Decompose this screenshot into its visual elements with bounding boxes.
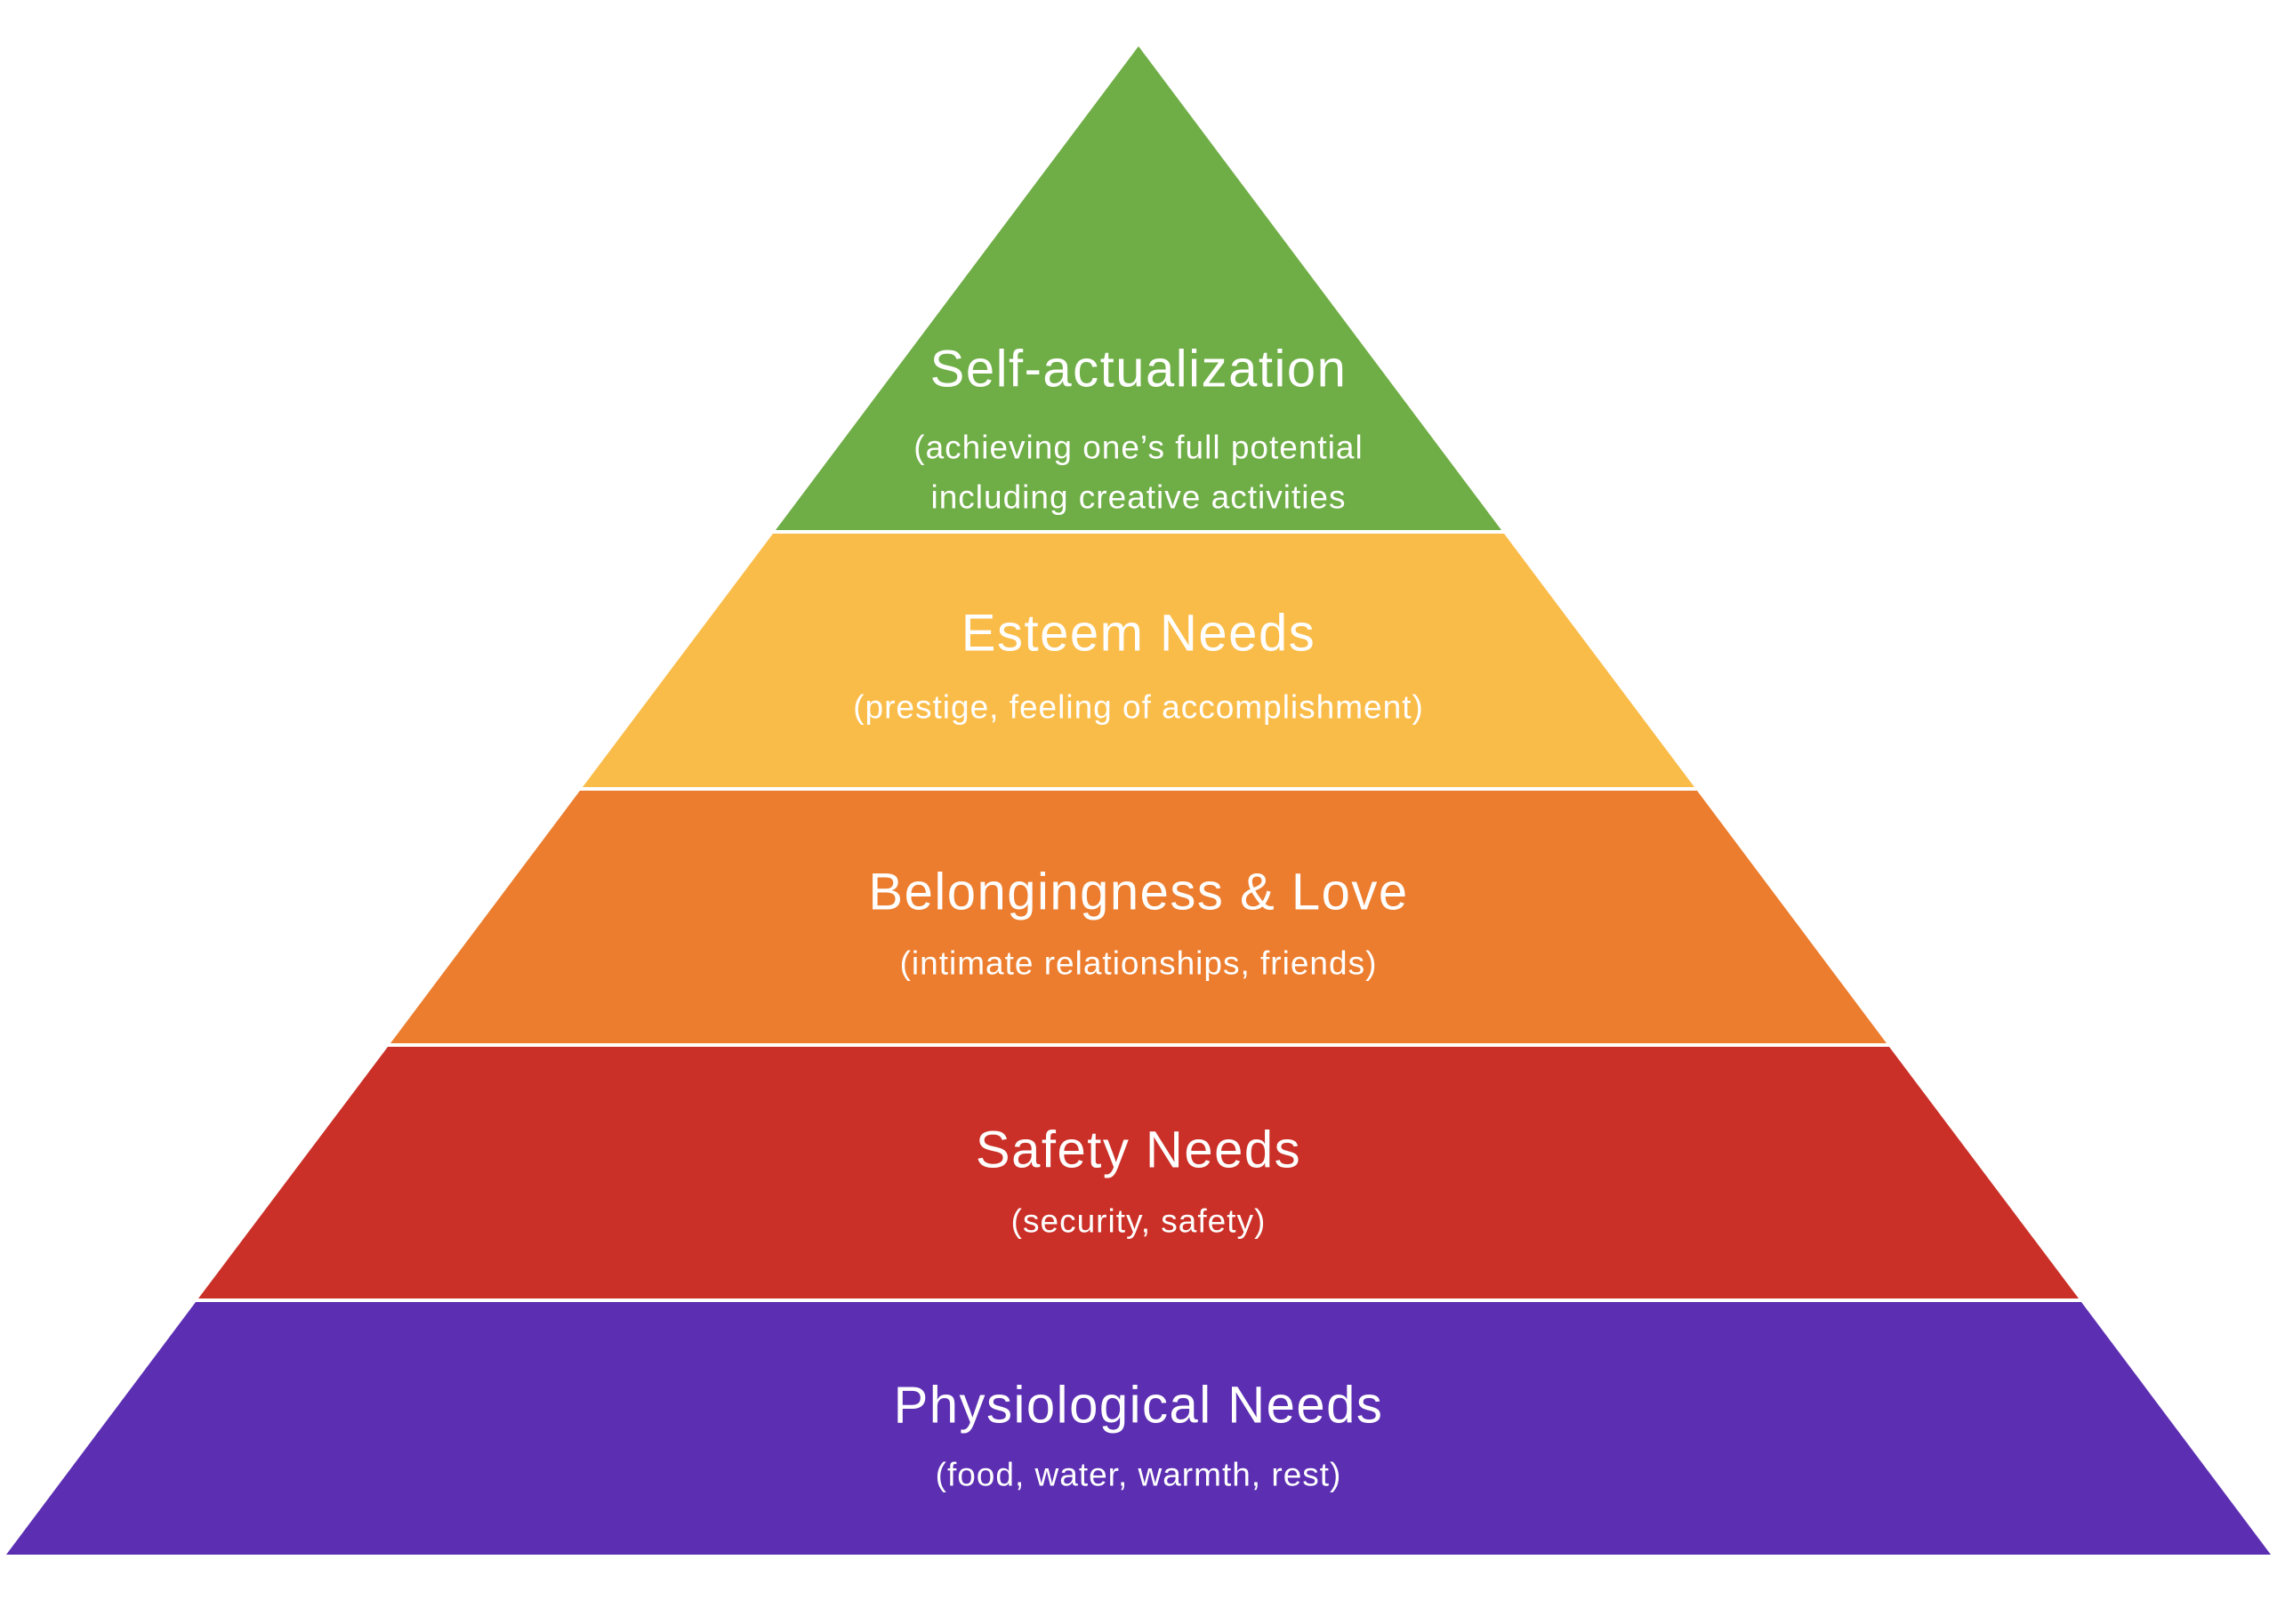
level-safety-needs-subtitle: (security, safety)	[1011, 1203, 1267, 1240]
level-physiological-needs-subtitle: (food, water, warmth, rest)	[936, 1457, 1342, 1493]
level-physiological-needs-title: Physiological Needs	[894, 1377, 1384, 1435]
level-physiological-needs-shape	[6, 1302, 2271, 1555]
level-belongingness-love-title: Belongingness & Love	[868, 864, 1408, 921]
level-safety-needs-title: Safety Needs	[976, 1122, 1301, 1179]
level-self-actualization-shape	[776, 46, 1501, 530]
level-self-actualization-subtitle-line2: including creative activities	[930, 479, 1346, 516]
level-self-actualization-title: Self-actualization	[930, 341, 1348, 398]
level-safety-needs-shape	[198, 1047, 2079, 1298]
level-belongingness-love-subtitle: (intimate relationships, friends)	[900, 945, 1378, 982]
level-esteem-needs-subtitle: (prestige, feeling of accomplishment)	[853, 689, 1424, 726]
level-esteem-needs-title: Esteem Needs	[961, 605, 1316, 663]
level-self-actualization-subtitle-line1: (achieving one’s full potential	[913, 430, 1363, 466]
level-esteem-needs-shape	[583, 534, 1694, 787]
level-belongingness-love-shape	[390, 791, 1887, 1043]
